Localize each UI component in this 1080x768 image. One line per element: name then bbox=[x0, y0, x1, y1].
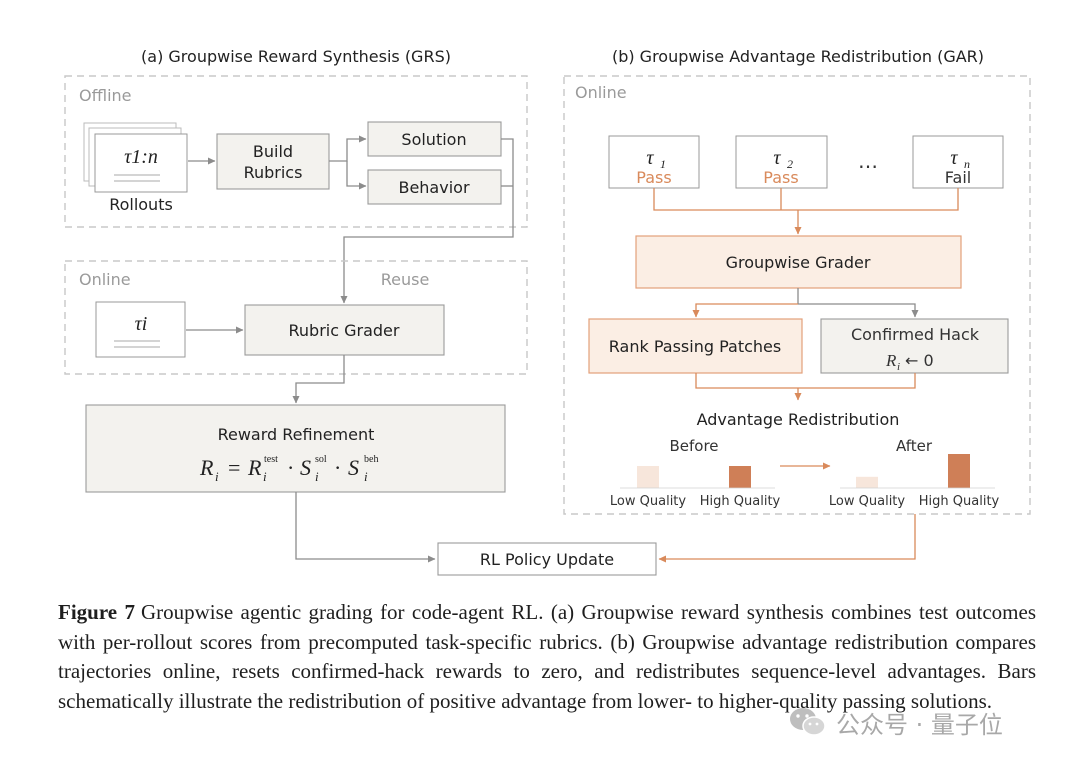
trajectory-doc bbox=[95, 301, 186, 358]
arrow-gar-to-update bbox=[658, 514, 916, 563]
trajectory-box-1: τ 1 Pass bbox=[608, 135, 700, 189]
svg-text:=: = bbox=[228, 455, 240, 480]
caption-text: Groupwise agentic grading for code-agent… bbox=[58, 600, 1036, 713]
online-region-a bbox=[64, 260, 528, 375]
advantage-connector bbox=[695, 373, 916, 401]
rollouts-symbol: τ1:n bbox=[124, 146, 158, 168]
svg-text:1: 1 bbox=[660, 157, 666, 171]
behavior-label: Behavior bbox=[398, 178, 469, 197]
groupwise-grader-box bbox=[635, 235, 962, 289]
reward-refinement-box bbox=[85, 404, 506, 493]
svg-text:·: · bbox=[287, 455, 294, 480]
svg-text:i: i bbox=[215, 469, 219, 484]
rollouts-stack bbox=[83, 122, 188, 193]
reward-refinement-label: Reward Refinement bbox=[218, 425, 375, 444]
split-connector bbox=[692, 288, 919, 318]
arrow-grader-to-refinement bbox=[292, 355, 345, 404]
figure-diagram: (a) Groupwise Reward Synthesis (GRS) Off… bbox=[64, 47, 1031, 576]
svg-text:i: i bbox=[364, 469, 368, 484]
svg-text:·: · bbox=[334, 455, 341, 480]
trajectory-box-n: τ n Fail bbox=[912, 135, 1004, 189]
rollouts-label: Rollouts bbox=[109, 195, 173, 214]
svg-text:τ: τ bbox=[950, 147, 958, 169]
wechat-icon bbox=[790, 708, 826, 736]
trajectory-symbol: τi bbox=[135, 313, 148, 335]
bar-after-high-quality bbox=[948, 454, 970, 488]
trajectory-2-status: Pass bbox=[763, 168, 798, 187]
svg-text:R: R bbox=[247, 455, 262, 480]
svg-text:n: n bbox=[964, 157, 970, 171]
trajectory-n-status: Fail bbox=[945, 168, 971, 187]
after-high-label: High Quality bbox=[919, 494, 1000, 509]
svg-text:i: i bbox=[897, 361, 900, 373]
build-rubrics-line1: Build bbox=[253, 142, 293, 161]
svg-text:S: S bbox=[300, 455, 311, 480]
rubric-grader-box bbox=[244, 304, 445, 356]
merge-connector bbox=[653, 188, 959, 235]
before-label: Before bbox=[669, 437, 718, 455]
offline-label: Offline bbox=[79, 86, 132, 105]
svg-text:R: R bbox=[885, 351, 897, 370]
advantage-label: Advantage Redistribution bbox=[697, 410, 900, 429]
bar-after-low-quality bbox=[856, 476, 878, 488]
svg-text:2: 2 bbox=[787, 157, 793, 171]
svg-text:← 0: ← 0 bbox=[905, 351, 934, 370]
arrow-refinement-to-update bbox=[295, 492, 436, 563]
panel-b-title: (b) Groupwise Advantage Redistribution (… bbox=[612, 47, 984, 66]
behavior-box bbox=[367, 169, 502, 205]
build-rubrics-line2: Rubrics bbox=[244, 163, 303, 182]
after-label: After bbox=[896, 437, 933, 455]
confirmed-hack-box bbox=[820, 318, 1009, 374]
svg-text:R: R bbox=[199, 455, 214, 480]
confirmed-hack-label: Confirmed Hack bbox=[851, 325, 980, 344]
before-high-label: High Quality bbox=[700, 494, 781, 509]
hack-reset-formula: R i ← 0 bbox=[885, 351, 934, 373]
svg-text:S: S bbox=[348, 455, 359, 480]
caption-label: Figure 7 bbox=[58, 600, 135, 624]
online-label-b: Online bbox=[575, 83, 627, 102]
svg-text:sol: sol bbox=[315, 454, 327, 465]
trajectory-1-status: Pass bbox=[636, 168, 671, 187]
arrow-rubrics-to-behavior bbox=[346, 161, 367, 190]
rank-passing-label: Rank Passing Patches bbox=[609, 337, 781, 356]
groupwise-grader-label: Groupwise Grader bbox=[726, 253, 871, 272]
bar-before-high-quality bbox=[729, 466, 751, 488]
arrow-reuse-rubrics bbox=[340, 138, 514, 304]
svg-text:beh: beh bbox=[364, 454, 378, 465]
rubric-grader-label: Rubric Grader bbox=[289, 321, 400, 340]
svg-text:τ: τ bbox=[646, 147, 654, 169]
after-low-label: Low Quality bbox=[829, 494, 905, 509]
reward-formula: R i = R test i · S sol i · S beh i bbox=[199, 454, 378, 484]
bar-before-low-quality bbox=[637, 466, 659, 488]
rl-update-label: RL Policy Update bbox=[480, 550, 614, 569]
watermark-text: 公众号 · 量子位 bbox=[836, 710, 1003, 739]
trajectory-ellipsis: … bbox=[858, 149, 878, 173]
svg-text:test: test bbox=[264, 454, 278, 465]
panel-a-title: (a) Groupwise Reward Synthesis (GRS) bbox=[141, 47, 451, 66]
before-low-label: Low Quality bbox=[610, 494, 686, 509]
watermark: 公众号 · 量子位 bbox=[788, 700, 1003, 744]
arrow-rubrics-to-solution bbox=[329, 135, 367, 162]
trajectory-box-2: τ 2 Pass bbox=[735, 135, 828, 189]
online-region-b bbox=[563, 75, 1031, 515]
rl-update-box bbox=[437, 542, 657, 576]
online-label-a: Online bbox=[79, 270, 131, 289]
svg-text:i: i bbox=[263, 469, 267, 484]
svg-text:τ: τ bbox=[773, 147, 781, 169]
reuse-label: Reuse bbox=[381, 270, 430, 289]
solution-label: Solution bbox=[401, 130, 466, 149]
offline-region bbox=[64, 75, 528, 228]
svg-text:i: i bbox=[315, 469, 319, 484]
